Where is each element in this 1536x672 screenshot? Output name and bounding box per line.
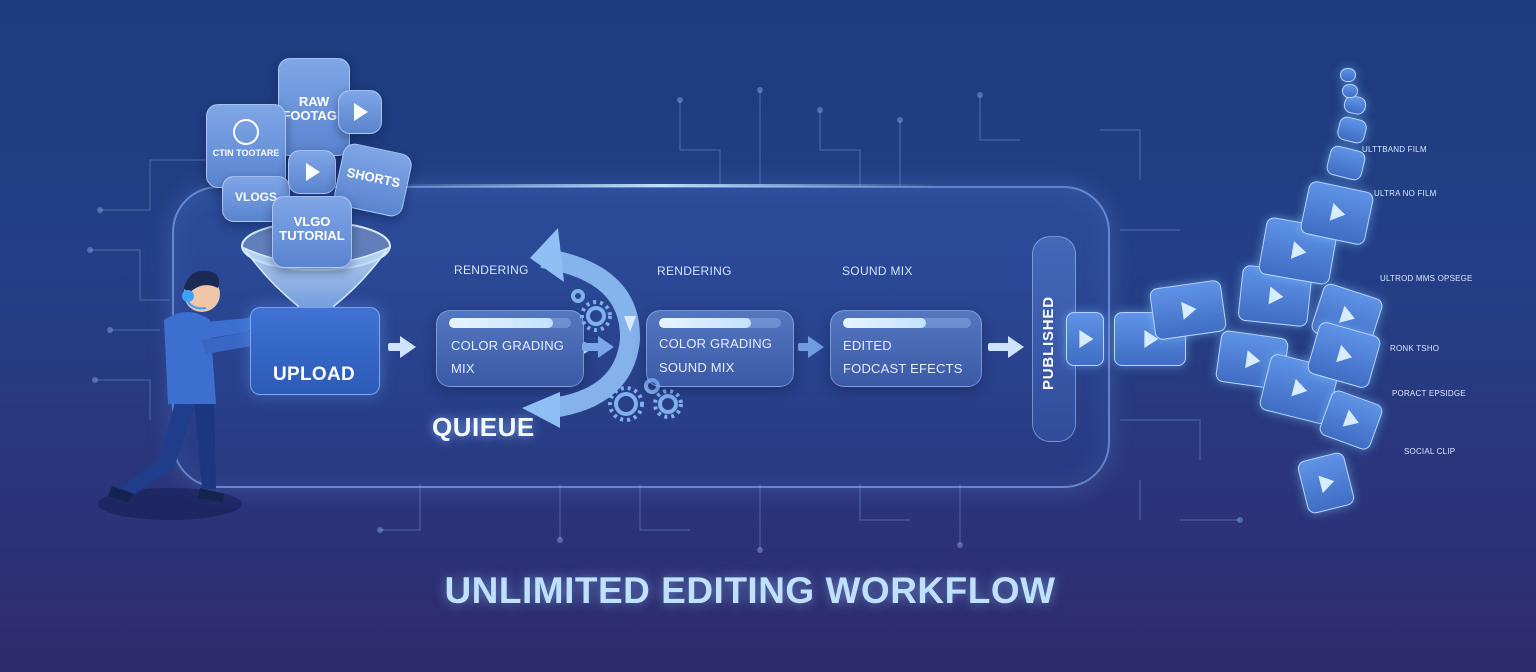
arrow-head	[808, 336, 824, 358]
upload-label: UPLOAD	[272, 364, 356, 385]
stage-2-caption: RENDERING	[657, 264, 732, 278]
video-card	[1148, 279, 1228, 341]
video-card	[1342, 84, 1358, 98]
output-label-6: SOCIAL CLIP	[1404, 447, 1456, 456]
pipeline-glow	[380, 184, 940, 187]
stage-2-line-1: COLOR GRADING	[659, 336, 773, 351]
play-icon	[1290, 241, 1308, 262]
stage-3-line-2: FODCAST EFECTS	[843, 361, 963, 376]
arrow-head	[400, 336, 416, 358]
stage-1-caption: RENDERING	[454, 263, 529, 277]
stage-1-box: COLOR GRADING MIX	[436, 310, 584, 387]
output-label-4: RONK TSHO	[1390, 344, 1440, 353]
stage-2-progress-fill	[659, 318, 751, 328]
play-icon	[1342, 409, 1362, 432]
arrow-head	[1008, 336, 1024, 358]
output-label-1: ULTTBAND FILM	[1362, 145, 1427, 154]
stage-1-progress	[449, 318, 571, 328]
stage-3-progress	[843, 318, 971, 328]
play-icon	[1338, 305, 1358, 328]
stage-1-progress-fill	[449, 318, 553, 328]
stage-2-line-2: SOUND MIX	[659, 360, 735, 375]
stage-1-line-2: MIX	[451, 361, 475, 376]
play-icon	[1245, 350, 1262, 371]
arrow-stage2-to-stage3	[798, 343, 810, 351]
footage-tile-play-small	[288, 150, 336, 194]
stage-3-line-1: EDITED	[843, 338, 892, 353]
play-icon	[1329, 203, 1348, 224]
play-icon	[306, 163, 320, 181]
footage-tile-ctin: CTIN TOOTARE	[206, 104, 286, 188]
play-icon	[1181, 299, 1198, 320]
output-label-3: ULTROD MMS OPSEGE	[1380, 274, 1473, 283]
page-title: UNLIMITED EDITING WORKFLOW	[444, 570, 1056, 611]
play-icon	[1268, 286, 1285, 306]
queue-cycle-arrow	[522, 228, 641, 428]
video-card	[1066, 312, 1104, 366]
video-card	[1340, 68, 1356, 82]
arrow-upload-to-queue	[388, 343, 402, 351]
stage-3-progress-fill	[843, 318, 927, 328]
stage-2-box: COLOR GRADING SOUND MIX	[646, 310, 794, 387]
output-label-5: PORACT EPSIDGE	[1392, 389, 1466, 398]
person-illustration	[98, 270, 264, 520]
arrow-queue-flow	[582, 343, 602, 351]
queue-label: QUIEUE	[432, 412, 535, 442]
footage-tile-tutorial: VLGO TUTORIAL	[272, 196, 352, 268]
footage-tile-play	[338, 90, 382, 134]
play-icon	[1318, 472, 1337, 494]
stage-2-progress	[659, 318, 781, 328]
output-label-2: ULTRA NO FILM	[1374, 189, 1437, 198]
play-icon	[354, 103, 368, 121]
stage-3-box: EDITED FODCAST EFECTS	[830, 310, 982, 387]
upload-box	[250, 307, 380, 395]
play-icon	[1336, 344, 1355, 366]
arrow-stage3-to-published	[988, 343, 1010, 351]
play-icon	[1079, 330, 1094, 348]
published-label: PUBLISHED	[1040, 296, 1057, 390]
film-reel-icon	[233, 119, 259, 145]
stage-1-line-1: COLOR GRADING	[451, 338, 565, 353]
arrow-head	[598, 336, 614, 358]
play-icon	[1291, 378, 1310, 400]
stage-3-caption: SOUND MIX	[842, 264, 913, 278]
